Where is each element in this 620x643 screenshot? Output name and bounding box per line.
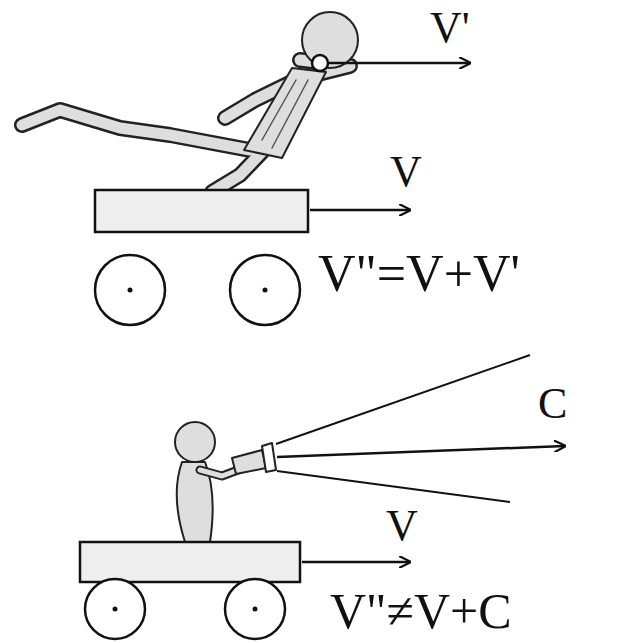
cart xyxy=(95,190,308,325)
light-velocity-arrow xyxy=(277,446,565,457)
cart-velocity-arrow xyxy=(310,209,410,212)
cart-velocity-arrow xyxy=(302,561,410,564)
flashlight-person xyxy=(175,422,276,542)
ball xyxy=(312,55,328,71)
velocity-label: V xyxy=(386,504,418,548)
light-beam xyxy=(276,355,530,502)
equation-label: V"=V+V' xyxy=(318,248,520,300)
cart xyxy=(80,542,300,639)
velocity-label: C xyxy=(538,382,567,426)
velocity-label: V xyxy=(390,150,422,194)
equation-label: V"≠V+C xyxy=(330,586,512,636)
ball-velocity-arrow xyxy=(329,62,470,65)
velocity-label: V' xyxy=(430,6,470,50)
runner-figure xyxy=(22,12,358,192)
